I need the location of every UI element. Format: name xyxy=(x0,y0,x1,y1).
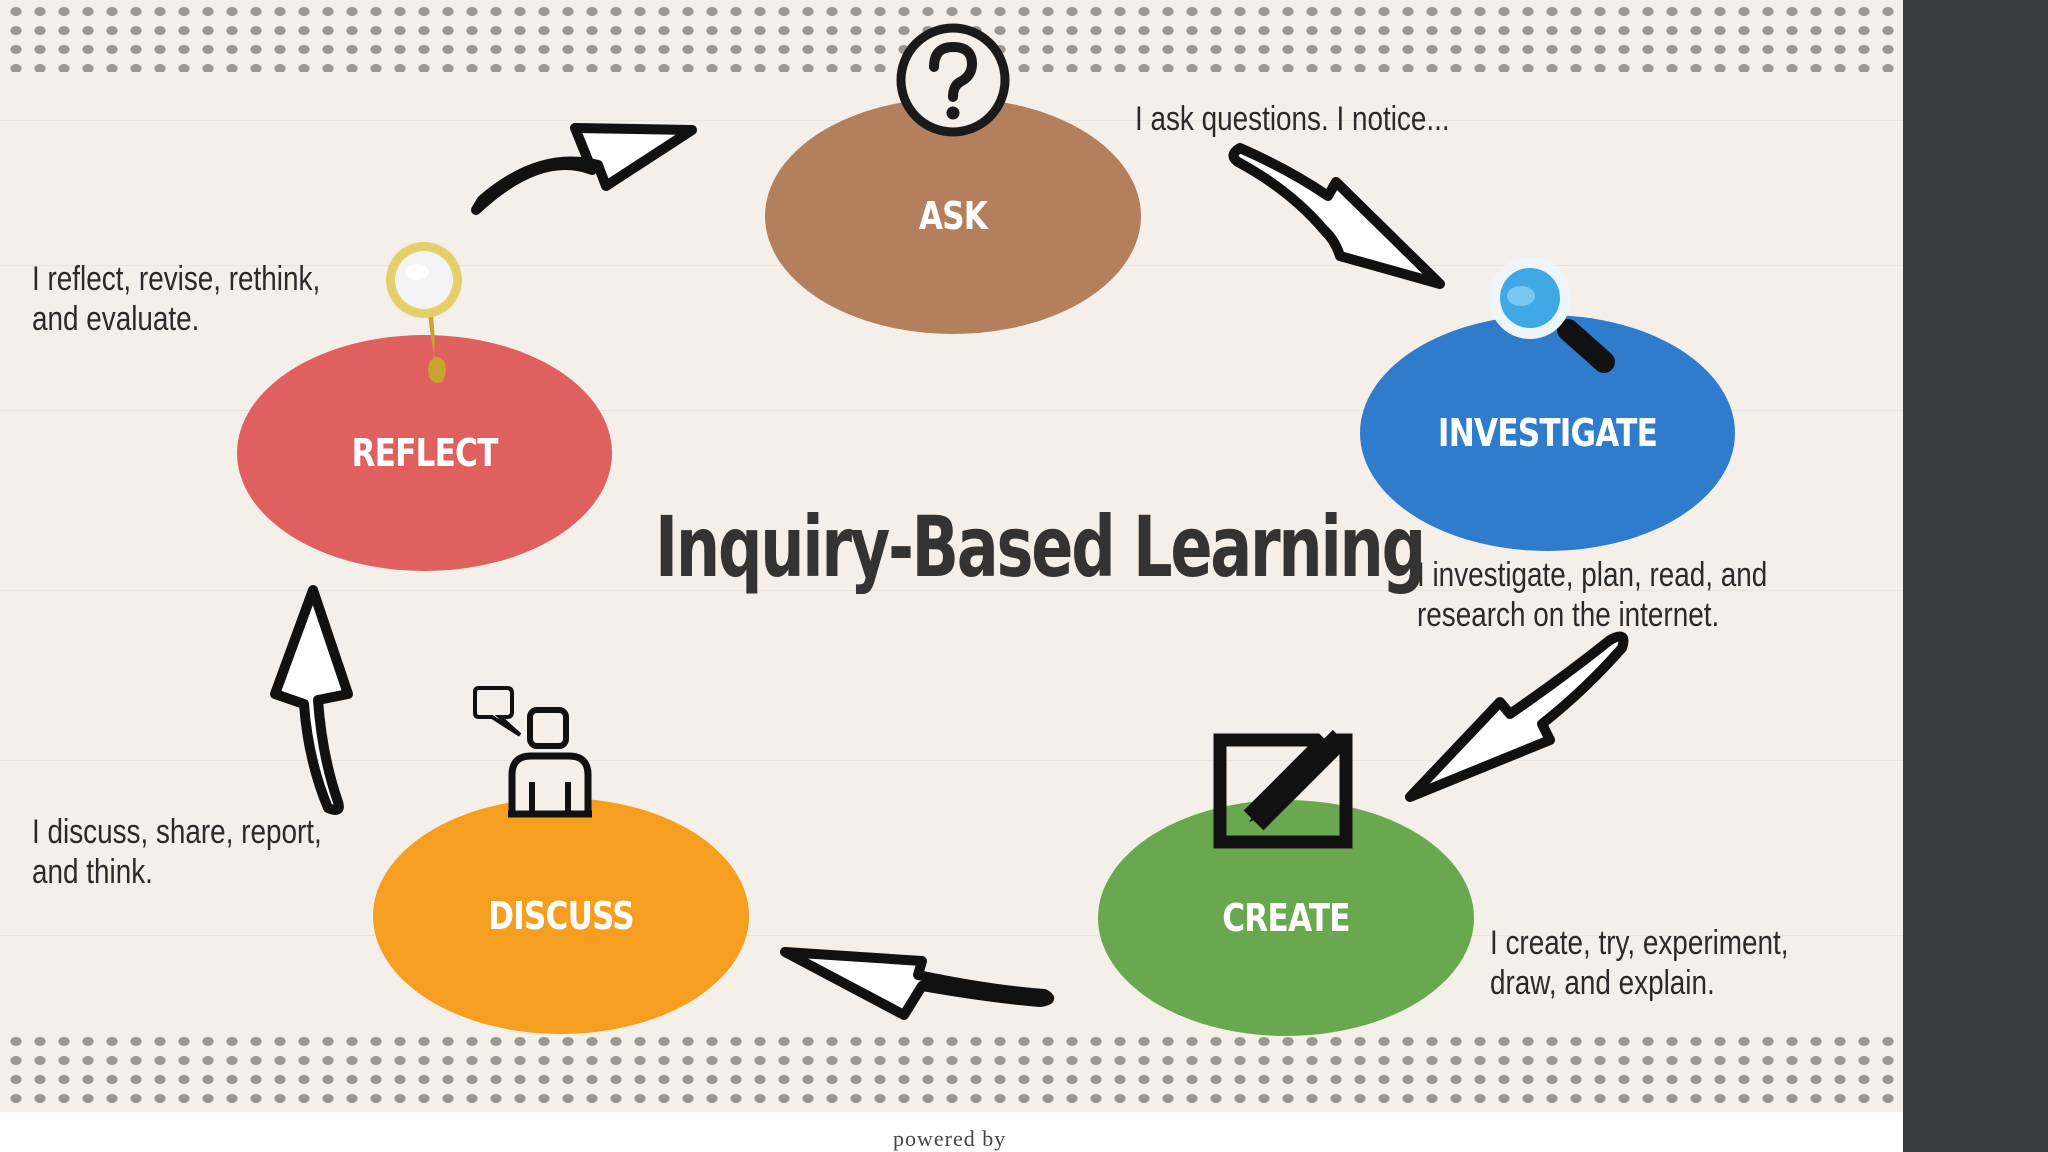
powered-by-text: powered by xyxy=(893,1126,1007,1151)
dotted-border-bottom xyxy=(0,1030,1903,1112)
footer-strip xyxy=(0,1112,1903,1152)
arrow-create-to-discuss xyxy=(780,947,1055,1020)
stage-investigate: INVESTIGATE xyxy=(1360,315,1735,551)
edit-pencil-icon xyxy=(1213,707,1353,849)
arrow-ask-to-investigate xyxy=(1228,143,1445,289)
magnifier-drip-icon xyxy=(386,242,462,383)
caption-reflect: I reflect, revise, rethink, and evaluate… xyxy=(32,260,321,338)
infographic-canvas: ASK INVESTIGATE CREATE DISCUSS REFLECT xyxy=(0,0,1903,1152)
person-speech-icon xyxy=(473,686,592,818)
stage-discuss: DISCUSS xyxy=(373,798,749,1034)
stage-ask-label: ASK xyxy=(918,194,988,238)
question-mark-icon xyxy=(896,23,1010,137)
stage-reflect: REFLECT xyxy=(237,335,612,571)
wood-grain-line xyxy=(0,410,1903,411)
stage-ask: ASK xyxy=(765,98,1141,334)
diagram-graphics xyxy=(270,23,1629,1020)
magnifying-glass-icon xyxy=(1489,257,1615,373)
wood-grain-line xyxy=(0,935,1903,936)
caption-discuss: I discuss, share, report, and think. xyxy=(32,813,322,891)
wood-grain-line xyxy=(0,590,1903,591)
stage-investigate-label: INVESTIGATE xyxy=(1437,411,1658,455)
diagram-title: Inquiry-Based Learning xyxy=(655,498,1426,596)
arrow-investigate-to-create xyxy=(1405,631,1629,802)
dark-side-panel xyxy=(1903,0,2048,1152)
stage-create-label: CREATE xyxy=(1222,896,1350,940)
arrow-reflect-to-ask xyxy=(471,123,697,215)
caption-ask: I ask questions. I notice... xyxy=(1135,100,1450,138)
caption-create: I create, try, experiment, draw, and exp… xyxy=(1490,924,1789,1002)
wood-grain-line xyxy=(0,760,1903,761)
caption-investigate: I investigate, plan, read, and research … xyxy=(1417,556,1768,634)
stage-discuss-label: DISCUSS xyxy=(488,894,635,938)
arrow-discuss-to-reflect xyxy=(270,585,353,815)
stage-reflect-label: REFLECT xyxy=(351,431,498,475)
